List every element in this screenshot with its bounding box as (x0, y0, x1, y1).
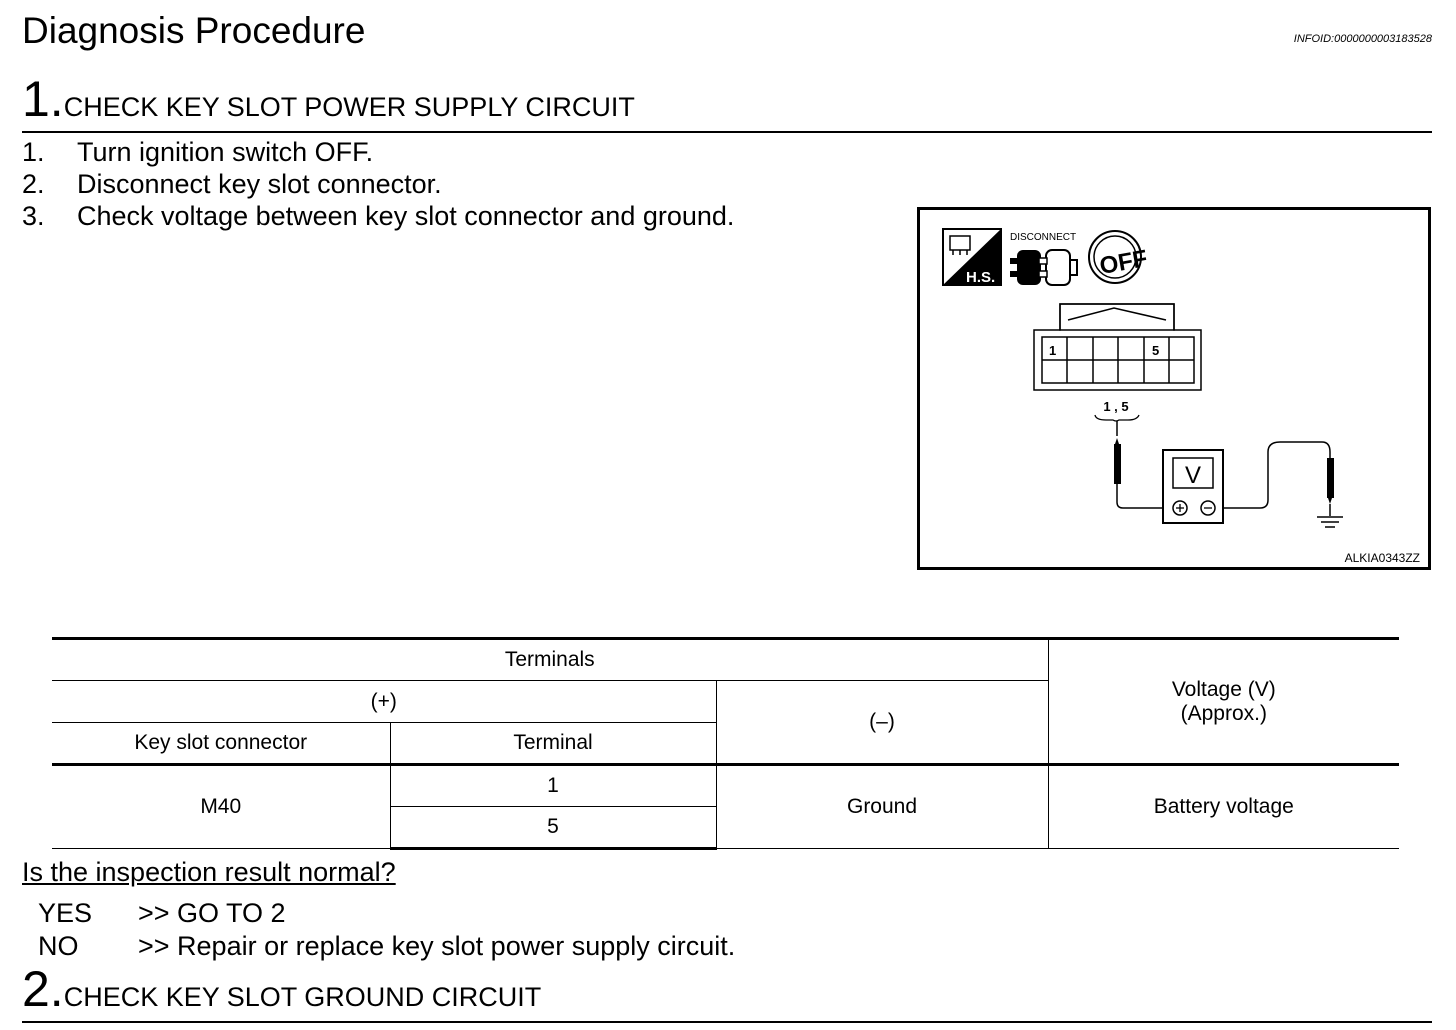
voltage-cell: Battery voltage (1047, 763, 1400, 849)
minus-cell: Ground (715, 763, 1049, 849)
voltage-header-line1: Voltage (V) (1171, 677, 1276, 701)
instruction-number: 3. (22, 201, 45, 231)
answer-key: NO (38, 931, 79, 961)
info-id: INFOID:0000000003183528 (1293, 33, 1432, 45)
terminal-header: Terminal (389, 722, 717, 765)
voltmeter: V (1162, 449, 1224, 524)
step-2-rule (22, 1021, 1432, 1023)
terminal-cell: 5 (389, 806, 717, 850)
wiring-diagram: H.S. DISCONNECT OFF (942, 228, 1420, 565)
instruction-item: 1. Turn ignition switch OFF. (22, 136, 734, 168)
step-1-heading: 1.CHECK KEY SLOT POWER SUPPLY CIRCUIT (22, 70, 635, 128)
key-slot-connector-header: Key slot connector (52, 722, 391, 765)
instruction-list: 1. Turn ignition switch OFF. 2. Disconne… (22, 136, 734, 232)
hs-label: H.S. (966, 269, 995, 286)
wiring-diagram-figure: H.S. DISCONNECT OFF (917, 207, 1431, 570)
negative-probe (1223, 441, 1334, 516)
terminal-voltage-table: Terminals Voltage (V) (Approx.) (+) (–) … (52, 637, 1400, 850)
table-row: 5 (52, 806, 1399, 850)
voltage-header-line2: (Approx.) (1180, 701, 1267, 725)
step-1-title: CHECK KEY SLOT POWER SUPPLY CIRCUIT (63, 92, 635, 122)
disconnect-icon: DISCONNECT (1010, 232, 1078, 286)
figure-id: ALKIA0343ZZ (1345, 551, 1420, 565)
answer-text: >> Repair or replace key slot power supp… (138, 931, 736, 961)
pin-1-label: 1 (1049, 343, 1056, 358)
terminal-cell: 1 (389, 763, 717, 807)
minus-header: (–) (715, 680, 1049, 765)
page-title: Diagnosis Procedure (22, 10, 366, 51)
step-1-number: 1. (22, 71, 64, 127)
answer-key: YES (38, 898, 93, 928)
step-1-rule (22, 131, 1432, 133)
probe-pin-label: 1 , 5 (1103, 399, 1128, 414)
step-2-heading: 2.CHECK KEY SLOT GROUND CIRCUIT (22, 960, 541, 1018)
ground-icon (1317, 516, 1343, 528)
ignition-off-icon: OFF (1088, 230, 1150, 284)
disconnect-label: DISCONNECT (1010, 232, 1076, 243)
instruction-number: 2. (22, 169, 45, 199)
positive-probe (1114, 438, 1163, 509)
voltage-header: Voltage (V) (Approx.) (1047, 637, 1400, 765)
instruction-number: 1. (22, 137, 45, 167)
instruction-text: Turn ignition switch OFF. (77, 137, 374, 167)
pin-5-label: 5 (1152, 343, 1159, 358)
connector-cell: M40 (52, 763, 391, 849)
instruction-item: 3. Check voltage between key slot connec… (22, 200, 734, 232)
harness-side-icon: H.S. (942, 228, 1002, 286)
plus-header: (+) (52, 680, 717, 723)
voltmeter-label: V (1185, 462, 1201, 489)
instruction-text: Check voltage between key slot connector… (77, 201, 735, 231)
answer-text: >> GO TO 2 (138, 898, 286, 928)
answer-no: NO >> Repair or replace key slot power s… (38, 930, 735, 963)
instruction-item: 2. Disconnect key slot connector. (22, 168, 734, 200)
answer-yes: YES >> GO TO 2 (38, 897, 735, 930)
answer-list: YES >> GO TO 2 NO >> Repair or replace k… (38, 897, 735, 963)
table-row: M40 1 Ground Battery voltage (52, 763, 1400, 849)
probe-bracket (1094, 414, 1140, 422)
inspection-question: Is the inspection result normal? (22, 857, 396, 887)
step-2-number: 2. (22, 961, 64, 1017)
instruction-text: Disconnect key slot connector. (77, 169, 442, 199)
key-slot-connector (1033, 303, 1202, 391)
terminals-header: Terminals (52, 637, 1049, 681)
step-2-title: CHECK KEY SLOT GROUND CIRCUIT (63, 982, 542, 1012)
